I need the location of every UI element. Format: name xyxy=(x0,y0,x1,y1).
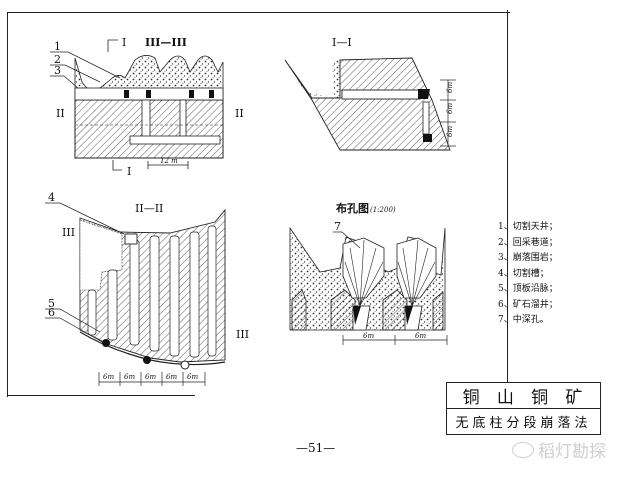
fan-holes xyxy=(344,239,436,307)
section-mark-III-left: III xyxy=(62,226,75,239)
watermark-text: 稻灯勘探 xyxy=(538,442,606,462)
mine-name-char: 铜 xyxy=(531,388,551,408)
legend-item: 6、矿石溜井； xyxy=(498,299,558,310)
cut-slot xyxy=(124,233,138,245)
frame-bottom-border xyxy=(7,395,195,397)
dim-label: 6m xyxy=(363,332,374,340)
callout-3: 3 xyxy=(54,64,61,77)
section-1-1-drift xyxy=(341,89,421,100)
callout-4: 4 xyxy=(48,191,55,204)
production-drift xyxy=(107,269,118,341)
wechat-icon xyxy=(512,441,534,458)
ore-pass xyxy=(143,356,151,364)
dim-label: 6m xyxy=(446,82,454,93)
legend-item: 7、中深孔。 xyxy=(498,315,549,325)
production-drift xyxy=(207,225,217,357)
section-mark-III-right: III xyxy=(236,328,249,341)
legend-item: 1、切割天井； xyxy=(498,222,558,232)
dim-label: 6m xyxy=(446,103,454,114)
section-mark-I-bottom: I xyxy=(127,165,131,178)
dim-label: 6m xyxy=(166,373,177,381)
watermark: 稻灯勘探 xyxy=(512,437,606,462)
section-1-1-rubble xyxy=(285,60,340,98)
mine-name: 铜 山 铜 矿 xyxy=(447,383,600,409)
plan-raises xyxy=(129,99,221,145)
legend-item: 5、顶板沿脉； xyxy=(498,284,558,294)
legend: 1、切割天井； 2、回采巷道； 3、崩落围岩； 4、切割槽； 5、顶板沿脉； 6… xyxy=(498,220,558,329)
blasthole-title: 布孔图 xyxy=(336,201,369,215)
plan-view: 12 m 1 2 3 I III—III II II I xyxy=(50,36,244,178)
ore-pass xyxy=(180,360,190,370)
legend-item: 4、切割槽； xyxy=(498,268,549,279)
drift-block xyxy=(146,90,151,98)
section-1-1: I—I 6m 6m 6m xyxy=(284,36,456,151)
section-mark-II-left: II xyxy=(56,107,65,120)
section-mark-I-top: I xyxy=(122,36,126,49)
section-1-1-title: I—I xyxy=(332,36,352,49)
production-drift xyxy=(189,231,200,358)
drift-block xyxy=(209,90,214,98)
haulage-drift xyxy=(129,135,221,145)
plan-drift-blocks xyxy=(124,90,214,98)
mine-name-char: 山 xyxy=(496,388,516,408)
production-drift xyxy=(149,235,160,352)
callout-2: 2 xyxy=(54,53,61,66)
drift-block xyxy=(124,90,129,98)
plan-scale-label: 12 m xyxy=(160,157,178,165)
production-drift xyxy=(129,239,140,346)
dim-label: 6m xyxy=(446,126,454,137)
mine-name-char: 铜 xyxy=(462,388,482,408)
blasthole-pillars xyxy=(291,289,444,331)
section-mark-II-right: II xyxy=(235,107,244,120)
dim-label: 6m xyxy=(145,373,156,381)
mining-method: 无底柱分段崩落法 xyxy=(455,416,592,431)
callout-1: 1 xyxy=(54,40,61,53)
callout-7: 7 xyxy=(334,220,341,233)
drift-block xyxy=(189,90,194,98)
fan-ring xyxy=(396,237,437,299)
section-mark-III: III—III xyxy=(145,36,187,49)
section-2-2-dimension xyxy=(98,372,206,386)
section-1-1-rock xyxy=(284,57,451,151)
blasthole-layout: 布孔图 (1:200) 7 xyxy=(289,201,448,345)
dim-label: 6m xyxy=(103,373,114,381)
title-block: 铜 山 铜 矿 无底柱分段崩落法 xyxy=(446,382,601,435)
callout-5: 5 xyxy=(48,297,55,310)
drawing-frame xyxy=(7,12,510,397)
production-drift xyxy=(169,235,180,357)
section-2-2-title: II—II xyxy=(135,202,163,215)
page-number: —51— xyxy=(296,441,336,455)
callout-6: 6 xyxy=(48,306,55,319)
mine-name-char: 矿 xyxy=(565,388,585,408)
fan-ring xyxy=(342,237,385,299)
plan-leader-lines xyxy=(50,51,121,89)
production-drift xyxy=(87,289,97,336)
legend-item: 3、崩落围岩； xyxy=(498,253,558,263)
section-1-1-dimension xyxy=(440,79,456,147)
dim-label: 6m xyxy=(415,332,426,340)
section-2-2: II—II 4 5 6 xyxy=(45,191,249,386)
blasthole-scale: (1:200) xyxy=(370,206,396,214)
dim-label: 6m xyxy=(187,373,198,381)
dim-label: 6m xyxy=(124,373,135,381)
blasthole-dimension xyxy=(342,335,448,345)
frame-right-border xyxy=(507,10,509,395)
legend-item: 2、回采巷道； xyxy=(498,237,558,248)
section-1-1-orepass xyxy=(422,101,430,135)
ore-pass xyxy=(102,339,110,347)
